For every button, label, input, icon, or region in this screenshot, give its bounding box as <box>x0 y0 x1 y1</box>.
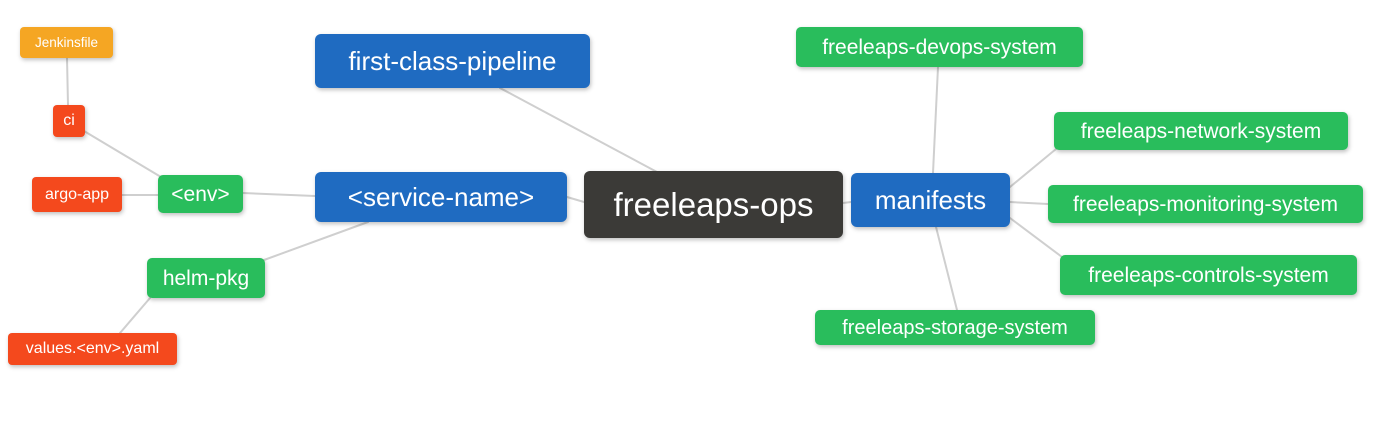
edge-service-name-helm-pkg <box>263 221 369 261</box>
node-manifests[interactable]: manifests <box>851 173 1010 227</box>
node-label: <env> <box>171 182 230 206</box>
node-label: ci <box>63 112 75 129</box>
node-env[interactable]: <env> <box>158 175 243 213</box>
node-monitoring-system[interactable]: freeleaps-monitoring-system <box>1048 185 1363 223</box>
node-controls-system[interactable]: freeleaps-controls-system <box>1060 255 1357 295</box>
node-storage-system[interactable]: freeleaps-storage-system <box>815 310 1095 345</box>
node-label: first-class-pipeline <box>348 46 557 76</box>
node-label: argo-app <box>44 185 110 203</box>
node-label: freeleaps-controls-system <box>1088 263 1329 287</box>
node-values-env-yaml[interactable]: values.<env>.yaml <box>8 333 177 365</box>
node-ci[interactable]: ci <box>53 105 85 137</box>
node-label: freeleaps-ops <box>613 186 814 223</box>
edge-manifests-storage-system <box>935 226 958 311</box>
edge-first-class-pipeline-freeleaps-ops <box>499 87 658 173</box>
node-devops-system[interactable]: freeleaps-devops-system <box>796 27 1083 67</box>
edge-manifests-devops-system <box>932 66 939 174</box>
edge-service-name-freeleaps-ops <box>566 196 585 203</box>
edge-ci-env <box>83 130 167 181</box>
node-service-name[interactable]: <service-name> <box>315 172 567 222</box>
node-label: values.<env>.yaml <box>25 340 160 357</box>
node-label: manifests <box>874 185 987 215</box>
edge-manifests-network-system <box>1009 148 1057 188</box>
edge-jenkinsfile-ci <box>66 57 69 106</box>
node-label: freeleaps-network-system <box>1080 119 1322 143</box>
node-label: freeleaps-storage-system <box>842 316 1068 339</box>
node-first-class-pipeline[interactable]: first-class-pipeline <box>315 34 590 88</box>
node-label: freeleaps-monitoring-system <box>1073 192 1338 216</box>
node-helm-pkg[interactable]: helm-pkg <box>147 258 265 298</box>
edge-freeleaps-ops-manifests <box>842 201 852 204</box>
node-jenkinsfile[interactable]: Jenkinsfile <box>20 27 113 58</box>
edge-env-service-name <box>242 192 316 197</box>
edge-manifests-monitoring-system <box>1009 201 1049 205</box>
node-freeleaps-ops[interactable]: freeleaps-ops <box>584 171 843 238</box>
node-label: <service-name> <box>347 182 535 212</box>
node-network-system[interactable]: freeleaps-network-system <box>1054 112 1348 150</box>
edge-helm-pkg-values-env-yaml <box>119 297 151 334</box>
node-label: freeleaps-devops-system <box>822 35 1057 59</box>
node-argo-app[interactable]: argo-app <box>32 177 122 212</box>
node-label: Jenkinsfile <box>34 34 99 50</box>
edge-manifests-controls-system <box>1009 217 1063 258</box>
node-label: helm-pkg <box>162 266 250 290</box>
